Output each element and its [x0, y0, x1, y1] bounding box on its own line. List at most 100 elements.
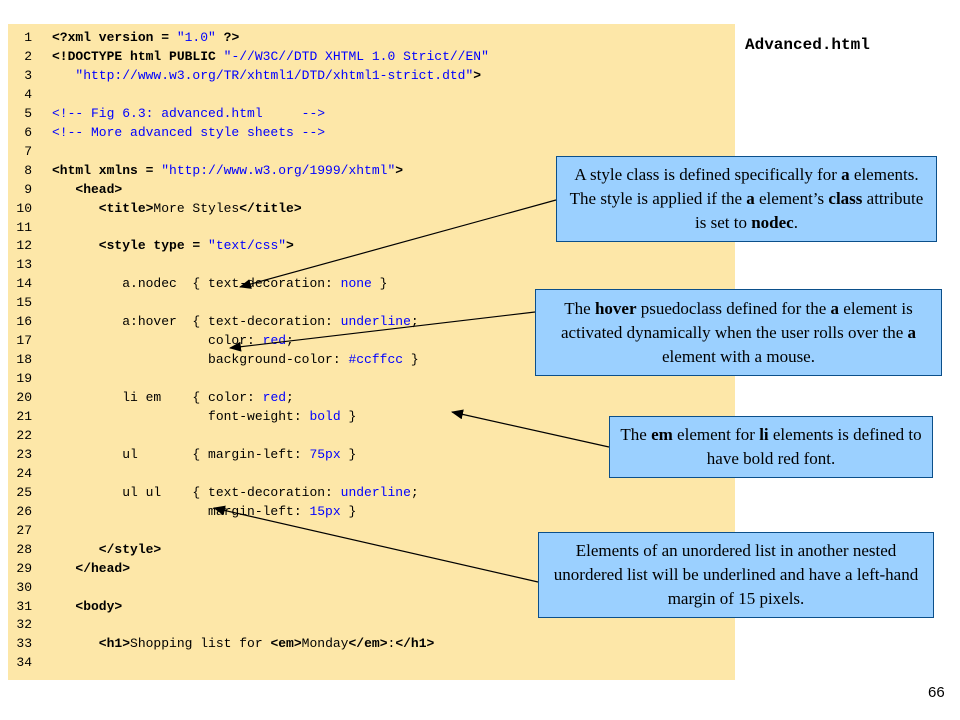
callout-keyword: a	[907, 322, 917, 342]
line-number: 12	[16, 238, 32, 254]
callout-keyword: class	[828, 189, 863, 208]
code-token: color:	[52, 333, 263, 349]
code-token: <!DOCTYPE html PUBLIC	[52, 48, 224, 64]
callout-keyword: a	[746, 189, 755, 208]
callout-text-part: The	[620, 425, 652, 444]
line-code: margin-left: 15px }	[52, 503, 356, 521]
line-number: 29	[16, 560, 32, 576]
code-token: <html xmlns =	[52, 162, 162, 178]
code-line: 7	[8, 143, 52, 161]
code-line: 26 margin-left: 15px }	[8, 503, 356, 521]
line-code: li em { color: red;	[52, 389, 294, 407]
code-token: red	[262, 333, 287, 349]
line-number: 18	[16, 352, 32, 368]
line-number: 24	[16, 465, 32, 481]
code-line: 11	[8, 219, 52, 237]
code-token: ;	[286, 390, 294, 406]
line-code: <!-- Fig 6.3: advanced.html -->	[52, 105, 325, 123]
callout-text: The hover psuedoclass defined for the a …	[542, 297, 935, 369]
code-line: 27	[8, 522, 52, 540]
code-line: 9 <head>	[8, 181, 122, 199]
code-token: Monday	[301, 636, 349, 652]
line-code: <head>	[52, 181, 122, 199]
code-token: "http://www.w3.org/TR/xhtml1/DTD/xhtml1-…	[75, 67, 474, 83]
code-token: 15px	[309, 503, 341, 519]
line-number: 31	[16, 598, 32, 614]
code-token: >	[473, 67, 482, 83]
code-line: 16 a:hover { text-decoration: underline;	[8, 313, 418, 331]
callout-text-part: elements is defined to have bold red fon…	[706, 425, 922, 468]
line-code: ul { margin-left: 75px }	[52, 446, 356, 464]
line-number: 5	[24, 105, 32, 121]
code-token: "1.0"	[176, 30, 216, 45]
line-code: a:hover { text-decoration: underline;	[52, 313, 418, 331]
code-line: 17 color: red;	[8, 332, 293, 350]
line-code: <?xml version = "1.0" ?>	[52, 29, 239, 47]
line-number: 17	[16, 333, 32, 349]
code-line: 14 a.nodec { text-decoration: none }	[8, 275, 387, 293]
line-number: 15	[16, 295, 32, 311]
code-token: >	[286, 238, 294, 254]
line-code: <!-- More advanced style sheets -->	[52, 124, 325, 142]
line-number: 11	[16, 219, 32, 235]
code-token: }	[340, 446, 357, 462]
line-code: "http://www.w3.org/TR/xhtml1/DTD/xhtml1-…	[52, 67, 481, 85]
callout-text-part: A style class is defined specifically fo…	[574, 165, 842, 184]
line-code: background-color: #ccffcc }	[52, 351, 419, 369]
line-code: <style type = "text/css">	[52, 237, 294, 255]
code-token: <head>	[52, 181, 123, 197]
code-token: "text/css"	[208, 238, 287, 254]
line-number: 14	[16, 276, 32, 292]
file-title: Advanced.html	[745, 36, 870, 54]
line-code: <h1>Shopping list for <em>Monday</em>:</…	[52, 635, 435, 653]
code-line: 1<?xml version = "1.0" ?>	[8, 29, 239, 47]
line-number: 6	[24, 124, 32, 140]
code-token: </head>	[52, 560, 131, 576]
code-line: 20 li em { color: red;	[8, 389, 294, 407]
callout-text-part: elements. The style is applied if the	[569, 165, 919, 208]
line-code: <title>More Styles</title>	[52, 200, 302, 218]
code-line: 2<!DOCTYPE html PUBLIC "-//W3C//DTD XHTM…	[8, 48, 489, 66]
line-number: 30	[16, 579, 32, 595]
line-number: 33	[16, 636, 32, 652]
code-token: <h1>	[52, 636, 131, 652]
code-token: <!-- Fig 6.3: advanced.html -->	[52, 105, 326, 121]
code-token: </h1>	[395, 636, 435, 652]
code-line: 13	[8, 256, 52, 274]
code-line: 12 <style type = "text/css">	[8, 237, 294, 255]
code-token: a:hover { text-decoration:	[52, 314, 341, 330]
code-line: 28 </style>	[8, 541, 161, 559]
code-token: background-color:	[52, 352, 349, 368]
code-token: <!-- More advanced style sheets -->	[52, 124, 326, 140]
callout-text-part: attribute is set to	[695, 189, 924, 232]
line-number: 19	[16, 371, 32, 387]
code-line: 3 "http://www.w3.org/TR/xhtml1/DTD/xhtml…	[8, 67, 481, 85]
callout-keyword: em	[651, 425, 673, 444]
code-token: red	[262, 390, 287, 406]
code-line: 34	[8, 654, 52, 672]
callout-text-part: The	[564, 298, 595, 318]
line-number: 21	[16, 409, 32, 424]
callout-em-element: The em element for li elements is define…	[609, 416, 933, 478]
line-number: 32	[16, 617, 32, 633]
line-number: 23	[16, 446, 32, 462]
code-line: 30	[8, 579, 52, 597]
line-number: 20	[16, 390, 32, 406]
line-number: 34	[16, 655, 32, 671]
callout-text: A style class is defined specifically fo…	[563, 163, 930, 235]
code-token: ?>	[215, 30, 240, 45]
code-line: 33 <h1>Shopping list for <em>Monday</em>…	[8, 635, 434, 653]
callout-keyword: a	[841, 165, 850, 184]
code-line: 10 <title>More Styles</title>	[8, 200, 302, 218]
line-number: 7	[24, 143, 32, 159]
code-token: Shopping list for	[130, 636, 271, 652]
line-number: 27	[16, 522, 32, 538]
callout-text-part: psuedoclass defined for the	[636, 298, 831, 318]
line-code: </head>	[52, 560, 130, 578]
code-token: ;	[410, 484, 419, 500]
code-token: <?xml version =	[52, 30, 177, 45]
code-line: 18 background-color: #ccffcc }	[8, 351, 419, 369]
code-line: 32	[8, 616, 52, 634]
code-token: }	[340, 409, 357, 424]
callout-nodec-class: A style class is defined specifically fo…	[556, 156, 937, 242]
